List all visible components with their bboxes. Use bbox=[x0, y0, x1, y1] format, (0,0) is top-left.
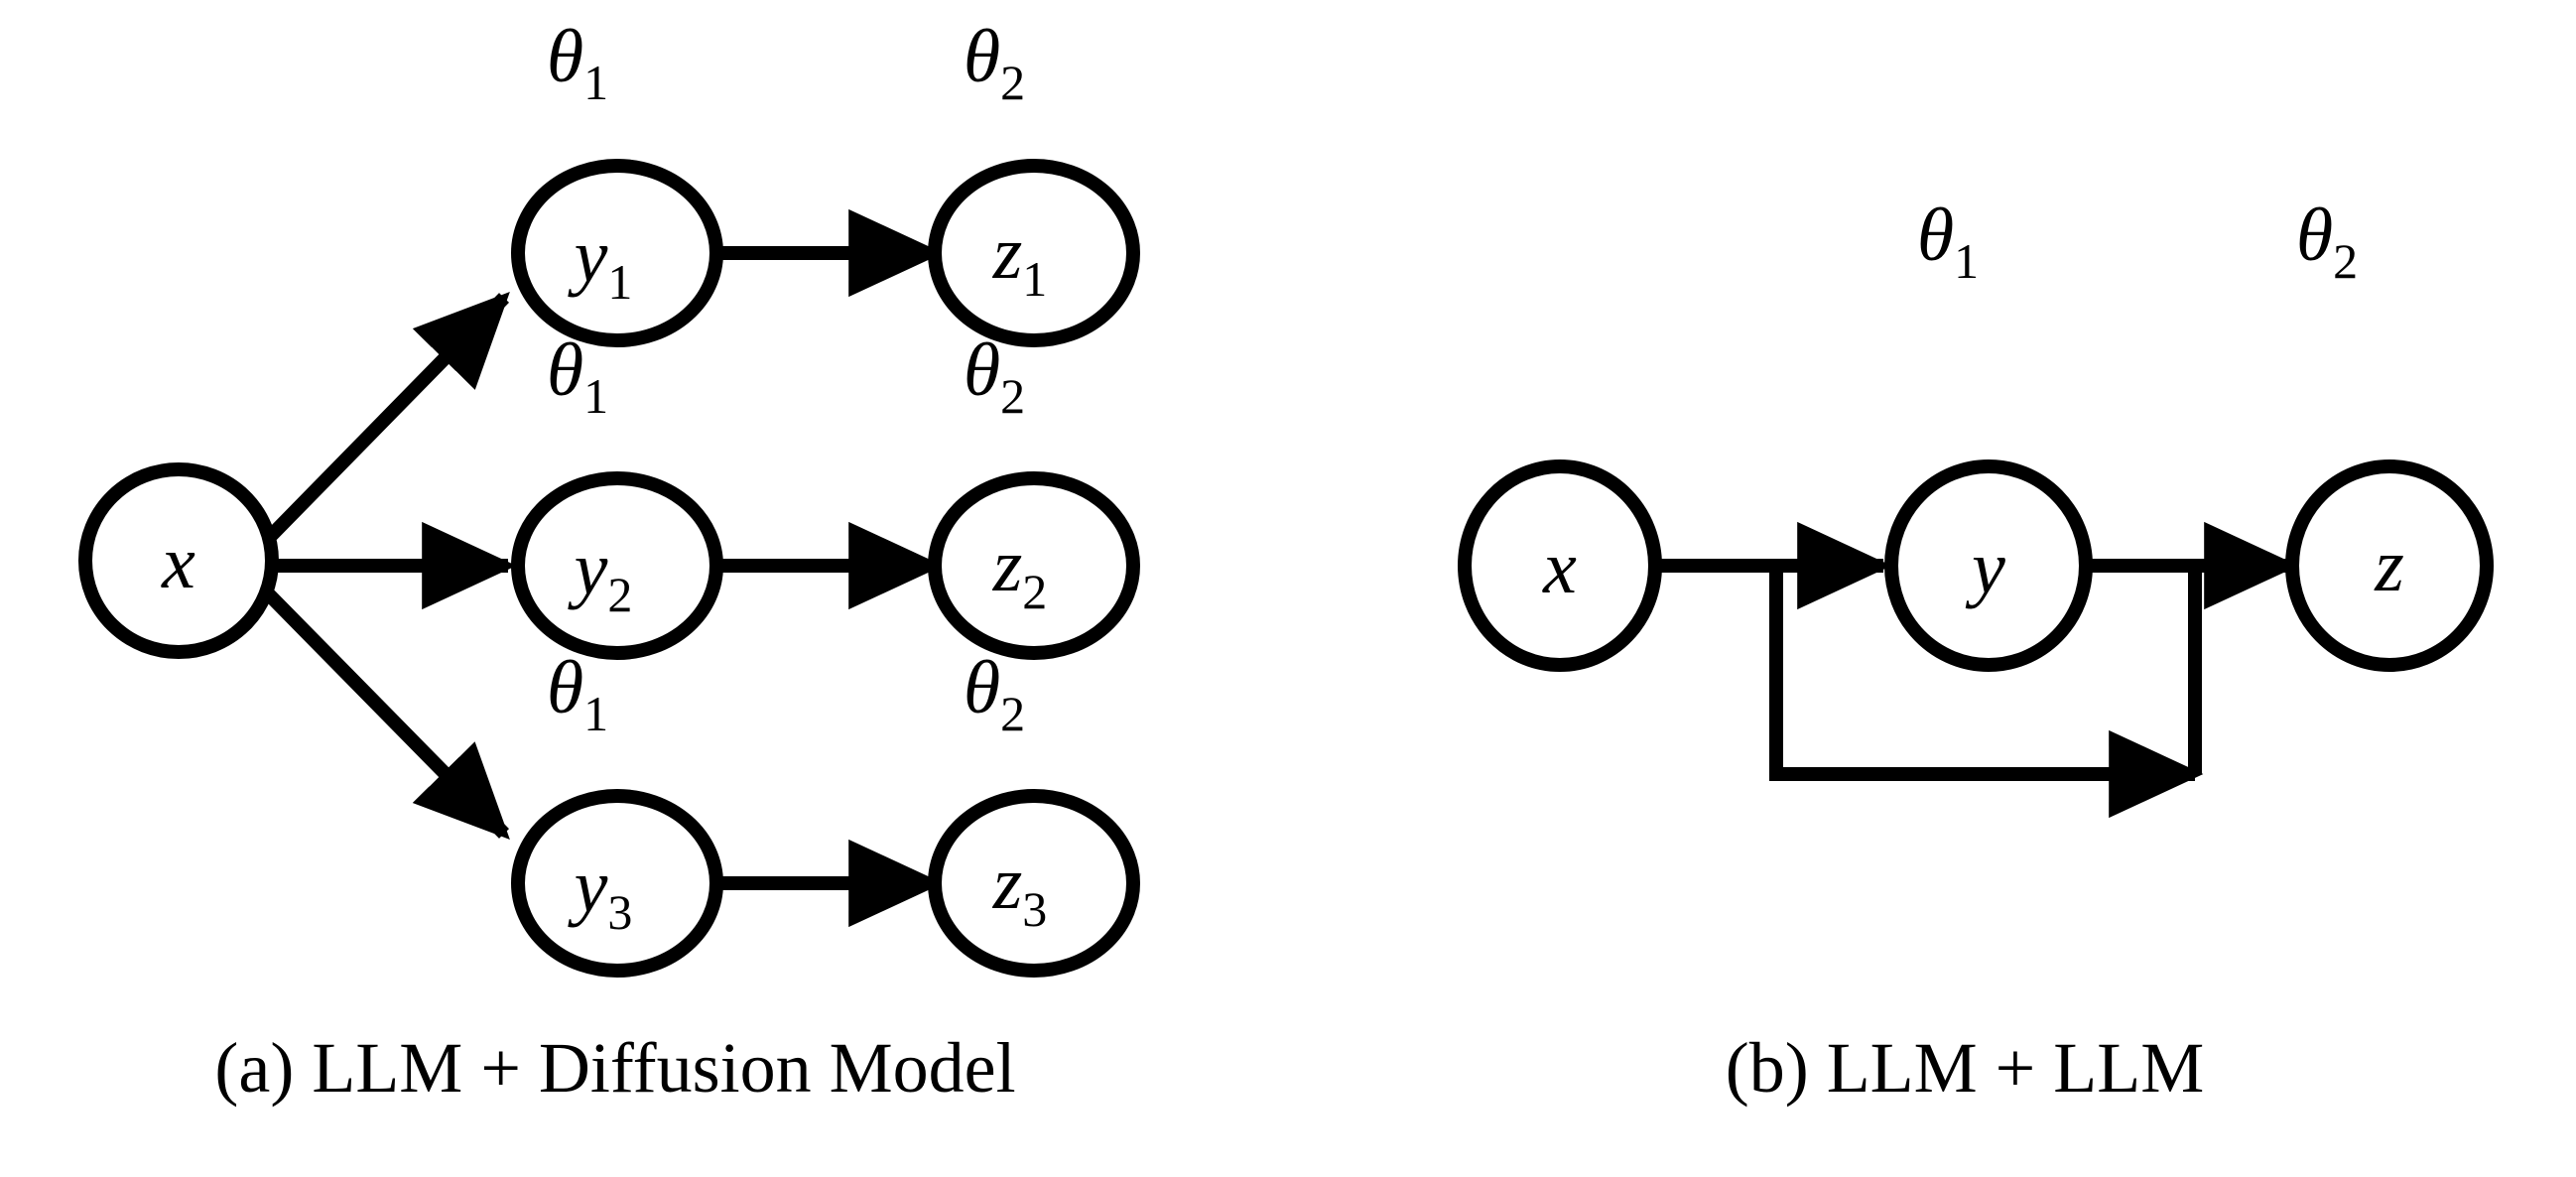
node-z3-circle bbox=[928, 789, 1140, 978]
node-x-a-circle bbox=[78, 462, 279, 659]
node-z2[interactable]: z2 bbox=[928, 471, 1140, 660]
node-x-b-circle bbox=[1458, 459, 1662, 672]
node-x-b[interactable]: x bbox=[1458, 459, 1662, 672]
node-y1[interactable]: y1 bbox=[511, 159, 723, 347]
param-label-z1: θ2 bbox=[964, 15, 1025, 110]
param-label-y2: θ1 bbox=[547, 328, 608, 424]
node-z1[interactable]: z1 bbox=[928, 159, 1140, 347]
node-x-a-label: x bbox=[161, 521, 195, 604]
node-z-b-circle bbox=[2285, 459, 2494, 672]
node-y2-circle bbox=[511, 471, 723, 660]
node-z1-label: z1 bbox=[992, 211, 1048, 307]
param-label-b-theta1: θ1 bbox=[1917, 194, 1979, 289]
panel-b-bypass-loop bbox=[1769, 566, 2204, 819]
param-label-b-theta2: θ2 bbox=[2296, 194, 2358, 289]
node-z2-circle bbox=[928, 471, 1140, 660]
node-x-a[interactable]: x bbox=[78, 462, 279, 659]
node-z-b[interactable]: z bbox=[2285, 459, 2494, 672]
node-y1-label: y1 bbox=[568, 214, 633, 310]
node-y-b-label: y bbox=[1965, 526, 2005, 609]
node-z-b-label: z bbox=[2374, 524, 2404, 607]
edge-x-to-y3 bbox=[261, 587, 510, 840]
node-y3-circle bbox=[511, 789, 723, 978]
panel-a: x y1 θ1 z1 θ2 y2 θ1 z2 θ2 bbox=[78, 15, 1140, 978]
param-label-y1: θ1 bbox=[547, 15, 608, 110]
node-z1-circle bbox=[928, 159, 1140, 347]
node-y3-label: y3 bbox=[568, 845, 633, 940]
node-y2-label: y2 bbox=[568, 527, 633, 622]
node-z2-label: z2 bbox=[992, 524, 1048, 619]
edge-x-to-y1 bbox=[260, 291, 510, 546]
param-label-z2: θ2 bbox=[964, 328, 1025, 424]
panel-b-caption: (b) LLM + LLM bbox=[1725, 1028, 2205, 1108]
node-z3[interactable]: z3 bbox=[928, 789, 1140, 978]
node-x-b-label: x bbox=[1542, 526, 1577, 609]
panel-a-yz-edges bbox=[716, 208, 944, 928]
node-y2[interactable]: y2 bbox=[511, 471, 723, 660]
param-label-y3: θ1 bbox=[547, 646, 608, 741]
panel-b: x y θ1 z θ2 bbox=[1458, 194, 2494, 819]
node-y3[interactable]: y3 bbox=[511, 789, 723, 978]
panel-a-fanout-edges bbox=[260, 291, 517, 840]
node-z3-label: z3 bbox=[992, 842, 1048, 937]
node-y-b[interactable]: y bbox=[1884, 459, 2093, 672]
node-y1-circle bbox=[511, 159, 723, 347]
node-y-b-circle bbox=[1884, 459, 2093, 672]
panel-a-caption: (a) LLM + Diffusion Model bbox=[214, 1028, 1016, 1108]
param-label-z3: θ2 bbox=[964, 646, 1025, 741]
